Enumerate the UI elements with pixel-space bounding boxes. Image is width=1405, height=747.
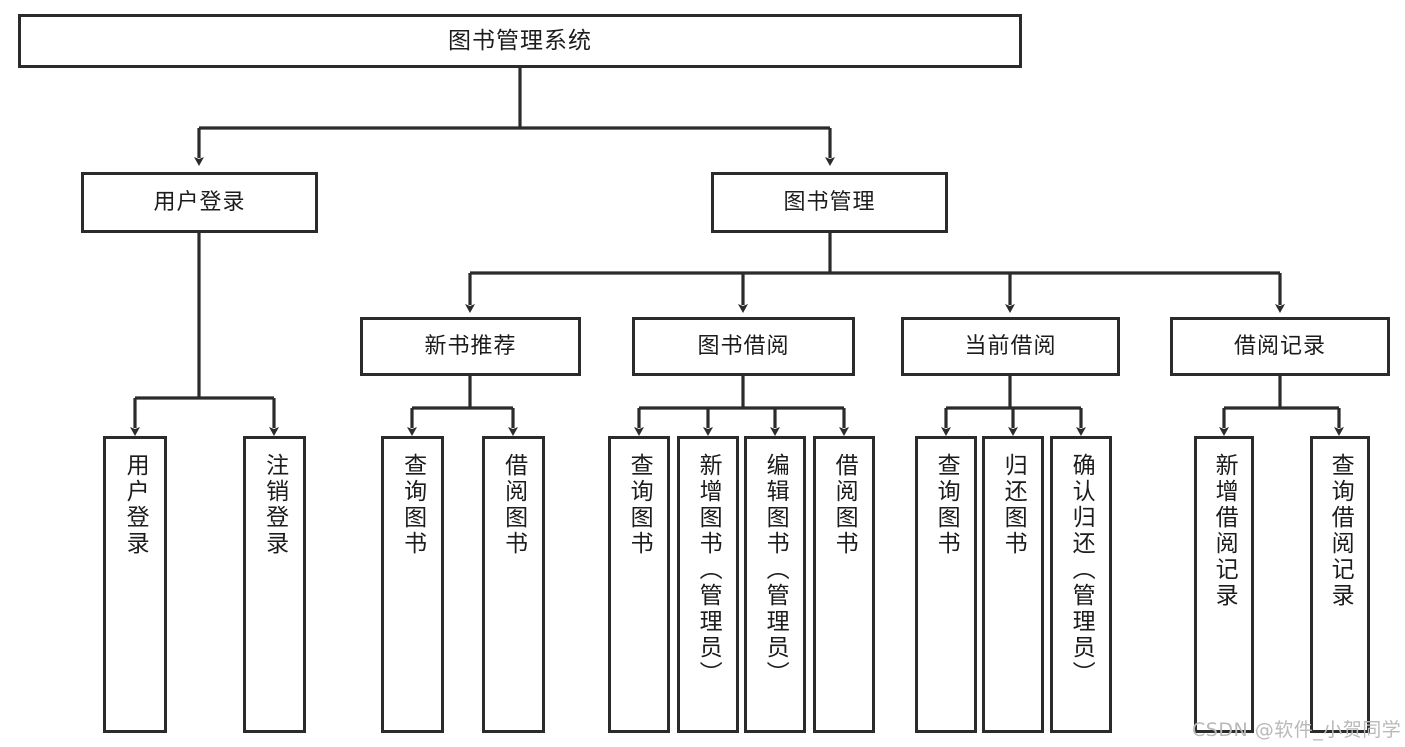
leaf-query-borrow-record[interactable]: 查询借阅记录	[1310, 436, 1370, 733]
node-label: 查询图书	[399, 453, 426, 557]
node-root-book-management-system[interactable]: 图书管理系统	[18, 14, 1022, 68]
leaf-query-book-recommend[interactable]: 查询图书	[381, 436, 444, 733]
leaf-edit-book-admin[interactable]: 编辑图书（管理员）	[744, 436, 806, 733]
node-user-login[interactable]: 用户登录	[81, 172, 318, 233]
leaf-confirm-return-admin[interactable]: 确认归还（管理员）	[1050, 436, 1112, 733]
node-label: 编辑图书（管理员）	[762, 453, 789, 687]
leaf-return-book[interactable]: 归还图书	[982, 436, 1044, 733]
leaf-query-book-borrow[interactable]: 查询图书	[608, 436, 670, 733]
leaf-user-login[interactable]: 用户登录	[103, 436, 167, 733]
node-label: 图书管理	[783, 189, 876, 215]
node-book-borrow[interactable]: 图书借阅	[632, 317, 855, 376]
leaf-borrow-book-borrow[interactable]: 借阅图书	[813, 436, 875, 733]
node-label: 新书推荐	[424, 333, 517, 359]
node-label: 借阅记录	[1233, 333, 1326, 359]
node-label: 新增借阅记录	[1211, 453, 1238, 609]
node-label: 用户登录	[153, 189, 246, 215]
node-label: 归还图书	[1000, 453, 1027, 557]
leaf-add-book-admin[interactable]: 新增图书（管理员）	[677, 436, 739, 733]
node-new-book-recommend[interactable]: 新书推荐	[360, 317, 581, 376]
node-label: 查询借阅记录	[1327, 453, 1354, 609]
leaf-logout-login[interactable]: 注销登录	[243, 436, 306, 733]
node-label: 借阅图书	[831, 453, 858, 557]
node-current-borrow[interactable]: 当前借阅	[901, 317, 1120, 376]
node-label: 图书借阅	[697, 333, 790, 359]
node-label: 新增图书（管理员）	[695, 453, 722, 687]
node-book-management[interactable]: 图书管理	[711, 172, 948, 233]
leaf-add-borrow-record[interactable]: 新增借阅记录	[1194, 436, 1254, 733]
node-label: 注销登录	[261, 453, 288, 557]
leaf-query-book-current[interactable]: 查询图书	[915, 436, 977, 733]
node-label: 图书管理系统	[448, 27, 592, 54]
node-label: 借阅图书	[500, 453, 527, 557]
node-label: 当前借阅	[964, 333, 1057, 359]
node-label: 用户登录	[122, 453, 149, 557]
node-label: 查询图书	[626, 453, 653, 557]
node-label: 确认归还（管理员）	[1068, 453, 1095, 687]
node-label: 查询图书	[933, 453, 960, 557]
node-borrow-record[interactable]: 借阅记录	[1170, 317, 1390, 376]
csdn-watermark: CSDN @软件_小贺同学	[1192, 719, 1402, 741]
leaf-borrow-book-recommend[interactable]: 借阅图书	[482, 436, 545, 733]
